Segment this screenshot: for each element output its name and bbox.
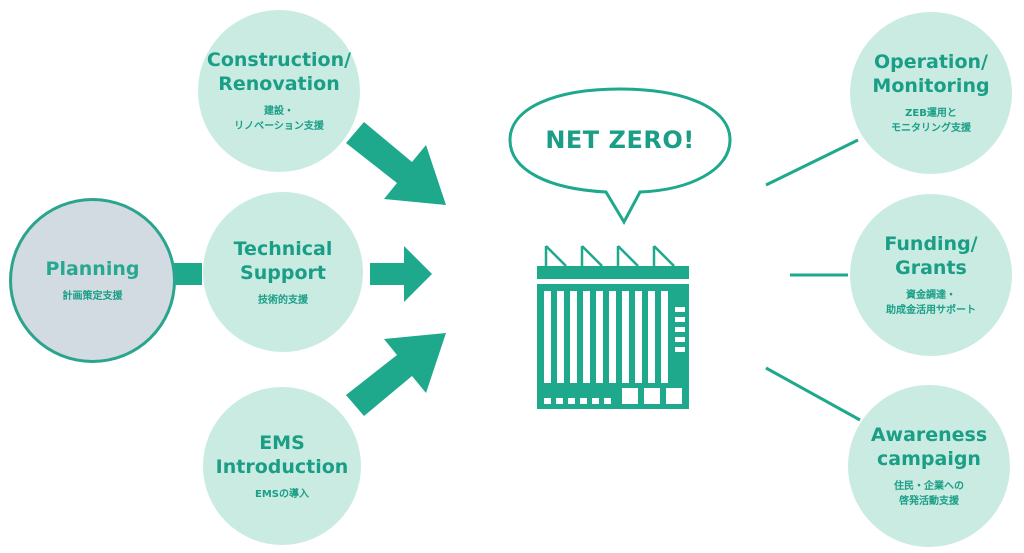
line-operation	[765, 138, 859, 187]
line-awareness	[765, 366, 861, 422]
node-planning-title: Planning	[45, 258, 140, 280]
arrow-technical	[370, 246, 432, 302]
building-windows	[544, 291, 685, 404]
planning-connector	[172, 263, 202, 285]
node-awareness-title: Awareness campaign	[870, 424, 988, 470]
node-planning: Planning 計画策定支援	[9, 198, 176, 363]
arrow-construction	[346, 122, 446, 205]
node-construction-sub: 建設・ リノベーション支援	[234, 106, 324, 132]
node-ems-title: EMS Introduction	[215, 431, 349, 478]
node-construction-title: Construction/ Renovation	[206, 49, 352, 95]
node-technical-sub: 技術的支援	[258, 294, 308, 306]
node-construction: Construction/ Renovation 建設・ リノベーション支援	[198, 10, 360, 172]
node-awareness: Awareness campaign 住民・企業への 啓発活動支援	[848, 385, 1010, 547]
node-funding: Funding/ Grants 資金調達・ 助成金活用サポート	[850, 194, 1012, 356]
node-awareness-sub: 住民・企業への 啓発活動支援	[894, 481, 964, 507]
arrow-ems	[346, 333, 446, 416]
node-planning-sub: 計画策定支援	[62, 291, 123, 302]
speech-bubble	[508, 87, 732, 226]
node-ems-sub: EMSの導入	[255, 488, 309, 500]
node-operation: Operation/ Monitoring ZEB運用と モニタリング支援	[850, 12, 1012, 174]
node-operation-title: Operation/ Monitoring	[872, 51, 990, 97]
net-zero-speech: NET ZERO!	[545, 126, 695, 154]
node-operation-sub: ZEB運用と モニタリング支援	[891, 108, 971, 134]
node-technical: Technical Support 技術的支援	[203, 192, 363, 352]
node-technical-title: Technical Support	[233, 237, 333, 284]
node-funding-title: Funding/ Grants	[884, 233, 978, 279]
node-ems: EMS Introduction EMSの導入	[203, 387, 361, 545]
node-funding-sub: 資金調達・ 助成金活用サポート	[886, 290, 976, 316]
